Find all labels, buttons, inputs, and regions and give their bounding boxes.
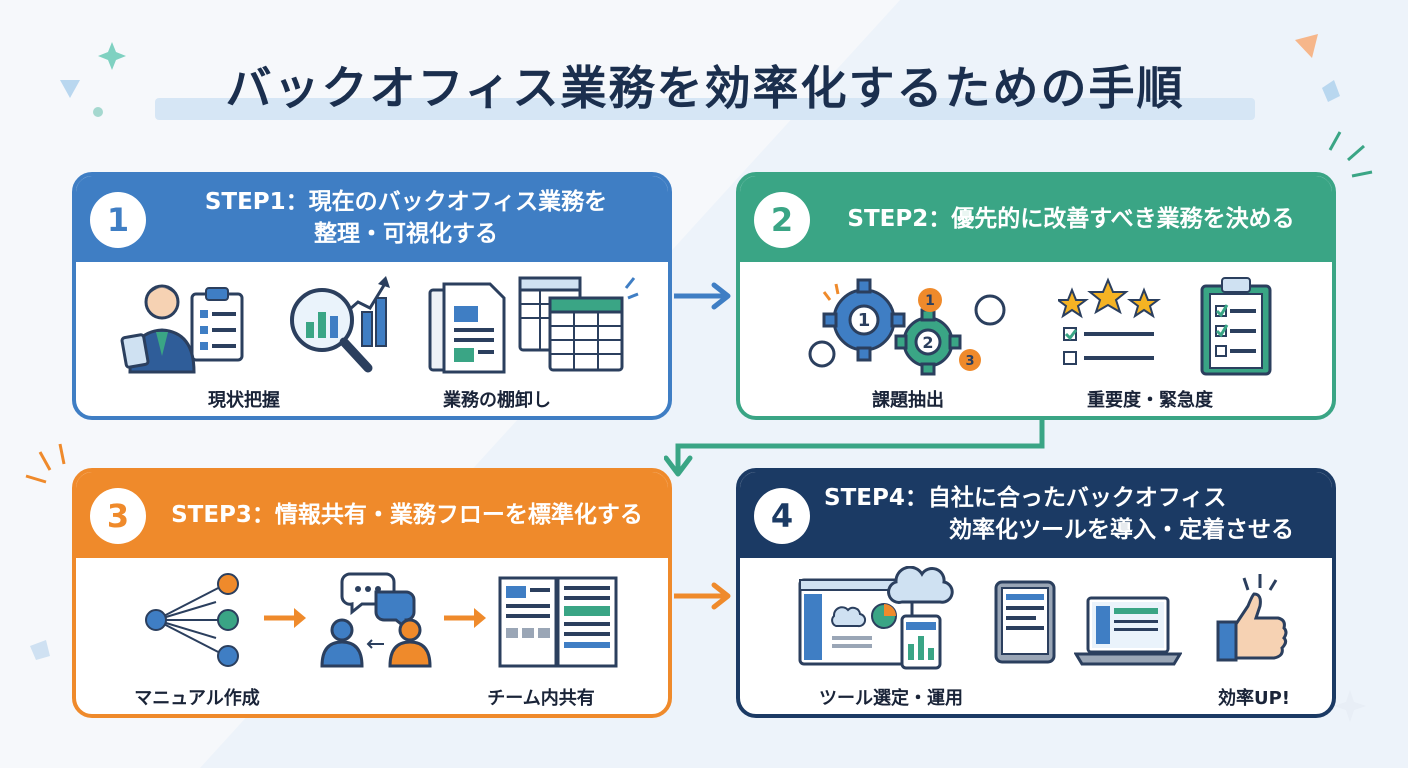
step4-card: 4 STEP4：自社に合ったバックオフィス 効率化ツールを導入・定着させる (736, 468, 1336, 718)
step4-title-line2: 効率化ツールを導入・定着させる (949, 517, 1294, 543)
step1-title: STEP1：現在のバックオフィス業務を 整理・可視化する (156, 186, 656, 250)
label-tool-sentei-unyo: ツール選定・運用 (819, 688, 963, 709)
page-title: バックオフィス業務を効率化するための手順 (225, 61, 1185, 115)
step4-header: 4 STEP4：自社に合ったバックオフィス 効率化ツールを導入・定着させる (740, 472, 1332, 558)
step2-title: STEP2：優先的に改善すべき業務を決める (816, 203, 1326, 235)
cloud-dashboard-icon (798, 566, 954, 670)
label-gyomu-tanaoroshi: 業務の棚卸し (443, 390, 551, 411)
step1-title-line2: 整理・可視化する (314, 221, 498, 247)
svg-text:1: 1 (925, 293, 935, 309)
title-underline (155, 98, 1255, 120)
svg-text:2: 2 (922, 333, 933, 352)
arrow-step1-to-step2 (674, 282, 731, 310)
svg-text:1: 1 (858, 310, 871, 331)
magnifier-chart-icon (290, 276, 390, 373)
laptop-icon (1074, 596, 1182, 666)
label-koritsu-up: 効率UP! (1217, 688, 1291, 709)
svg-text:3: 3 (965, 354, 974, 369)
step2-title-line1: STEP2：優先的に改善すべき業務を決める (847, 206, 1295, 232)
label-juyodo-kinkyudo: 重要度・緊急度 (1087, 390, 1213, 411)
manual-book-icon (498, 576, 618, 668)
step3-card: 3 STEP3：情報共有・業務フローを標準化する (72, 468, 672, 718)
step4-title: STEP4：自社に合ったバックオフィス 効率化ツールを導入・定着させる (810, 482, 1330, 546)
step2-number: 2 (754, 192, 810, 248)
step3-header: 3 STEP3：情報共有・業務フローを標準化する (76, 472, 668, 558)
step1-number: 1 (90, 192, 146, 248)
flow-arrow-icon-2 (444, 608, 486, 628)
step2-card: 2 STEP2：優先的に改善すべき業務を決める 1 2 1 3 (736, 172, 1336, 420)
step3-title-line1: STEP3：情報共有・業務フローを標準化する (171, 502, 643, 528)
arrow-step2-to-step3 (664, 418, 1045, 477)
label-team-kyoyu: チーム内共有 (487, 688, 595, 709)
stars-checklist-icon (1058, 277, 1161, 365)
step3-title: STEP3：情報共有・業務フローを標準化する (152, 499, 662, 531)
spreadsheet-icon (518, 276, 639, 372)
thumbs-up-icon (1216, 574, 1288, 662)
step1-title-line1: STEP1：現在のバックオフィス業務を (204, 189, 608, 215)
step4-title-line1: STEP4：自社に合ったバックオフィス (824, 485, 1227, 511)
businessman-clipboard-icon (120, 284, 244, 374)
step1-card: 1 STEP1：現在のバックオフィス業務を 整理・可視化する (72, 172, 672, 420)
label-manual-sakusei: マニュアル作成 (134, 688, 260, 709)
arrow-step3-to-step4 (674, 582, 731, 610)
flow-arrow-icon (264, 608, 306, 628)
flow-branch-icon (145, 573, 239, 667)
label-genjo-haaku: 現状把握 (208, 390, 280, 411)
label-kadai-chushutsu: 課題抽出 (872, 390, 944, 411)
people-chat-icon (320, 572, 432, 668)
step1-header: 1 STEP1：現在のバックオフィス業務を 整理・可視化する (76, 176, 668, 262)
tablet-icon (994, 580, 1056, 664)
step3-number: 3 (90, 488, 146, 544)
clipboard-checklist-icon (1200, 277, 1272, 376)
documents-icon (428, 282, 506, 374)
step2-header: 2 STEP2：優先的に改善すべき業務を決める (740, 176, 1332, 262)
gears-icon: 1 2 1 3 (808, 278, 1006, 376)
step4-number: 4 (754, 488, 810, 544)
